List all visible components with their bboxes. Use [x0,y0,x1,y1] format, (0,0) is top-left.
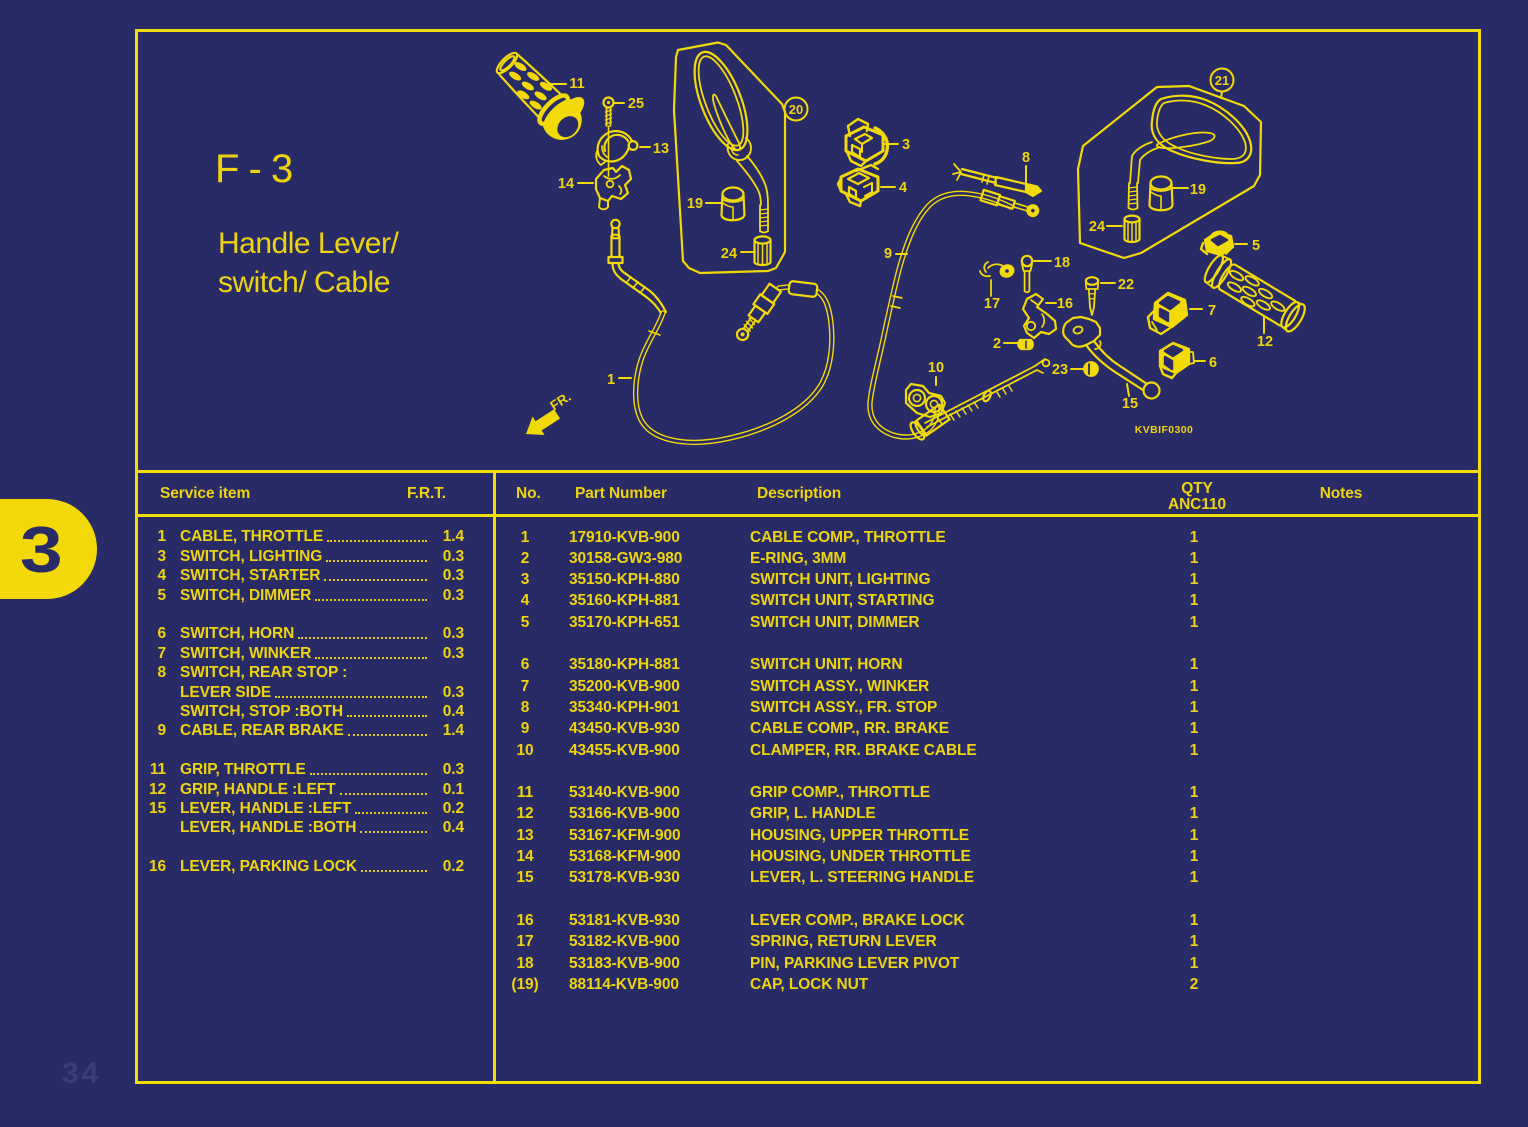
svg-text:20: 20 [789,102,803,117]
svg-text:12: 12 [1257,334,1273,350]
svg-text:KVBIF0300: KVBIF0300 [1135,424,1193,436]
svg-text:17: 17 [984,296,1000,312]
svg-text:24: 24 [721,246,737,262]
svg-text:22: 22 [1118,277,1134,293]
svg-text:10: 10 [928,360,944,376]
svg-text:5: 5 [1252,238,1260,254]
svg-text:8: 8 [1022,150,1030,166]
svg-text:6: 6 [1209,355,1217,371]
svg-text:FR.: FR. [547,389,573,413]
svg-text:11: 11 [569,76,584,92]
svg-text:24: 24 [1089,219,1105,235]
svg-text:25: 25 [628,96,644,112]
svg-text:1: 1 [607,372,615,388]
svg-text:18: 18 [1054,255,1070,271]
svg-text:21: 21 [1215,73,1229,88]
svg-text:4: 4 [899,180,907,196]
svg-text:7: 7 [1208,303,1216,319]
svg-text:15: 15 [1122,396,1138,412]
svg-text:19: 19 [687,196,703,212]
svg-text:14: 14 [558,176,574,192]
svg-text:3: 3 [902,137,910,153]
svg-text:2: 2 [993,336,1001,352]
svg-text:19: 19 [1190,182,1206,198]
svg-text:16: 16 [1057,296,1073,312]
svg-text:23: 23 [1052,362,1068,378]
svg-text:13: 13 [653,141,669,157]
svg-text:9: 9 [884,246,892,262]
